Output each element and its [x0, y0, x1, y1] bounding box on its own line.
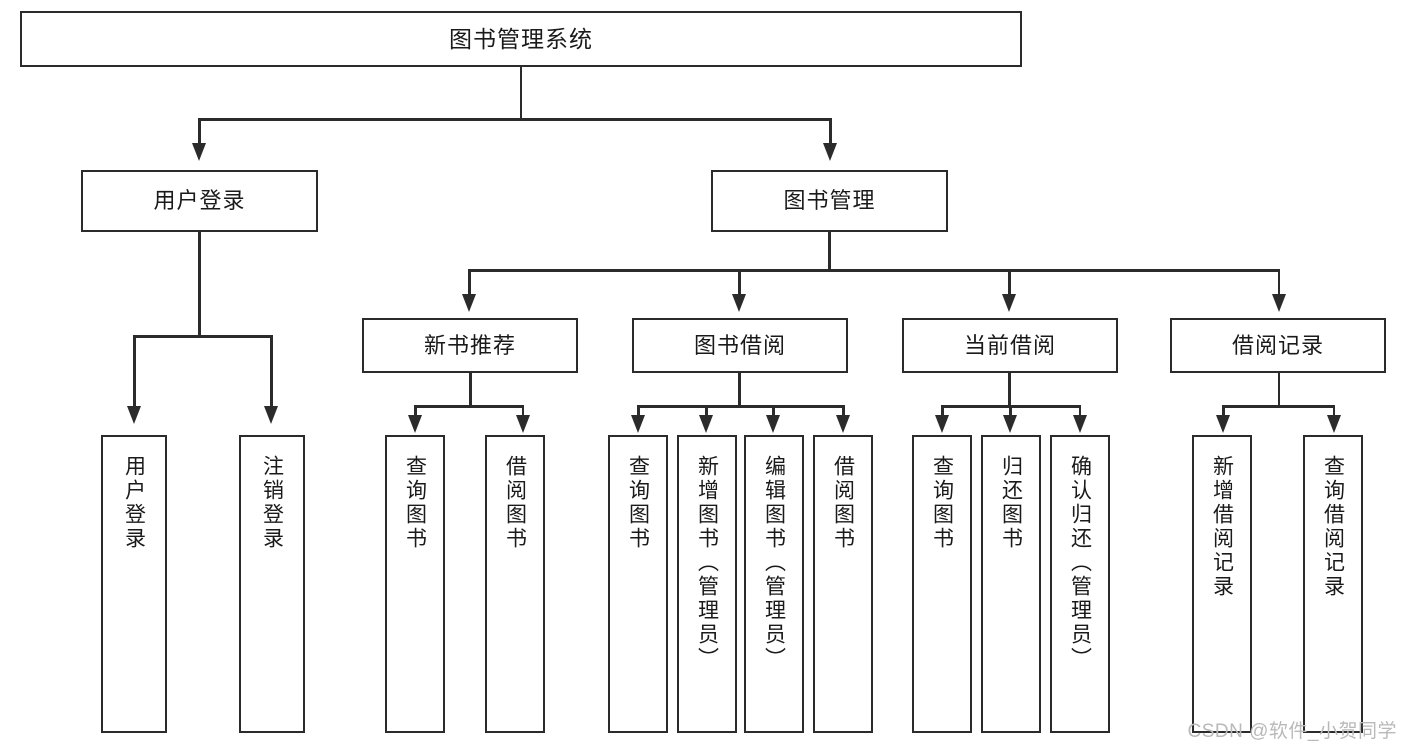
connector-borrow-record-stem [1277, 373, 1280, 407]
leaf-label: 借阅图书 [831, 455, 855, 551]
arrowhead-bb-leaf-3 [766, 415, 780, 433]
leaf-label: 新增图书（管理员） [695, 455, 719, 671]
node-label: 当前借阅 [963, 332, 1056, 358]
arrowhead-cb-leaf-3 [1072, 415, 1087, 433]
connector-new-book-rail [414, 405, 524, 408]
leaf-label: 查询图书 [626, 455, 650, 551]
leaf-label: 注销登录 [260, 455, 284, 551]
connector-bb-to-leaf-3 [772, 405, 775, 417]
arrowhead-bm-to-current-borrow [1002, 294, 1016, 312]
connector-new-book-to-leaf-1 [414, 405, 417, 417]
node-book-management[interactable]: 图书管理 [711, 170, 948, 232]
arrowhead-user-login-leaf-1 [127, 406, 141, 424]
leaf-book-borrow-borrow-book[interactable]: 借阅图书 [813, 435, 873, 733]
arrowhead-new-book-leaf-1 [408, 415, 422, 433]
leaf-current-borrow-query-book[interactable]: 查询图书 [912, 435, 972, 733]
node-root-book-management-system[interactable]: 图书管理系统 [20, 11, 1022, 67]
arrowhead-bm-to-new-book [462, 294, 476, 312]
connector-cb-to-leaf-2 [1009, 405, 1012, 417]
connector-bm-to-new-book [468, 269, 471, 297]
connector-current-borrow-stem [1008, 373, 1011, 407]
connector-book-borrow-stem [738, 373, 741, 407]
connector-root-rail [198, 118, 831, 121]
leaf-label: 新增借阅记录 [1210, 455, 1234, 599]
node-label: 借阅记录 [1231, 332, 1324, 358]
leaf-label: 查询图书 [403, 455, 427, 551]
node-label: 新书推荐 [423, 332, 516, 358]
arrowhead-br-leaf-1 [1216, 415, 1230, 433]
connector-user-login-to-leaf-2 [270, 335, 273, 408]
connector-root-stem [519, 67, 522, 120]
connector-book-management-stem [828, 232, 831, 271]
leaf-user-login-login[interactable]: 用户登录 [101, 435, 167, 733]
arrowhead-new-book-leaf-2 [515, 415, 530, 433]
connector-bb-to-leaf-2 [705, 405, 708, 417]
leaf-label: 查询借阅记录 [1321, 455, 1345, 599]
node-user-login[interactable]: 用户登录 [81, 170, 318, 232]
arrowhead-cb-leaf-1 [935, 415, 949, 433]
leaf-label: 查询图书 [930, 455, 954, 551]
connector-bb-to-leaf-4 [842, 405, 845, 417]
connector-user-login-to-leaf-1 [133, 335, 136, 408]
connector-new-book-stem [469, 373, 472, 407]
leaf-label: 编辑图书（管理员） [762, 455, 786, 671]
arrowhead-bm-to-book-borrow [732, 294, 746, 312]
leaf-book-borrow-edit-book-admin[interactable]: 编辑图书（管理员） [744, 435, 804, 733]
node-label: 图书管理 [783, 188, 876, 214]
connector-br-to-leaf-2 [1332, 405, 1335, 417]
connector-cb-to-leaf-3 [1078, 405, 1081, 417]
leaf-new-book-query-book[interactable]: 查询图书 [385, 435, 445, 733]
node-current-borrow[interactable]: 当前借阅 [902, 318, 1118, 373]
node-new-book-recommend[interactable]: 新书推荐 [362, 318, 578, 373]
connector-br-to-leaf-1 [1222, 405, 1225, 417]
connector-cb-to-leaf-1 [941, 405, 944, 417]
node-label: 图书借阅 [693, 332, 786, 358]
connector-root-to-user-login [198, 118, 201, 146]
leaf-book-borrow-add-book-admin[interactable]: 新增图书（管理员） [677, 435, 737, 733]
arrowhead-bb-leaf-1 [631, 415, 645, 433]
arrowhead-bm-to-borrow-record [1271, 294, 1286, 312]
connector-book-borrow-rail [637, 405, 845, 408]
arrowhead-bb-leaf-4 [836, 415, 850, 433]
connector-borrow-record-rail [1222, 405, 1335, 408]
arrowhead-user-login-leaf-2 [264, 406, 278, 424]
arrowhead-root-to-book-management [823, 143, 837, 161]
leaf-new-book-borrow-book[interactable]: 借阅图书 [485, 435, 545, 733]
node-label: 图书管理系统 [449, 25, 593, 52]
arrowhead-root-to-user-login [192, 143, 206, 161]
node-label: 用户登录 [153, 188, 246, 214]
leaf-label: 借阅图书 [503, 455, 527, 551]
connector-bm-to-current-borrow [1008, 269, 1011, 297]
connector-bb-to-leaf-1 [637, 405, 640, 417]
leaf-borrow-record-add-record[interactable]: 新增借阅记录 [1192, 435, 1252, 733]
node-borrow-record[interactable]: 借阅记录 [1170, 318, 1386, 373]
leaf-current-borrow-return-book[interactable]: 归还图书 [981, 435, 1041, 733]
leaf-current-borrow-confirm-return-admin[interactable]: 确认归还（管理员） [1050, 435, 1110, 733]
arrowhead-bb-leaf-2 [699, 415, 713, 433]
connector-new-book-to-leaf-2 [521, 405, 524, 417]
arrowhead-cb-leaf-2 [1003, 415, 1017, 433]
connector-bm-to-book-borrow [738, 269, 741, 297]
connector-user-login-rail [133, 335, 272, 338]
leaf-label: 确认归还（管理员） [1068, 455, 1092, 671]
connector-book-management-rail [468, 269, 1280, 272]
leaf-user-login-logout[interactable]: 注销登录 [239, 435, 305, 733]
leaf-book-borrow-query-book[interactable]: 查询图书 [608, 435, 668, 733]
connector-bm-to-borrow-record [1277, 269, 1280, 297]
leaf-label: 用户登录 [122, 455, 146, 551]
leaf-borrow-record-query-record[interactable]: 查询借阅记录 [1303, 435, 1363, 733]
arrowhead-br-leaf-2 [1326, 415, 1341, 433]
leaf-label: 归还图书 [999, 455, 1023, 551]
connector-user-login-stem [198, 232, 201, 337]
connector-root-to-book-management [829, 118, 832, 146]
node-book-borrow[interactable]: 图书借阅 [632, 318, 848, 373]
